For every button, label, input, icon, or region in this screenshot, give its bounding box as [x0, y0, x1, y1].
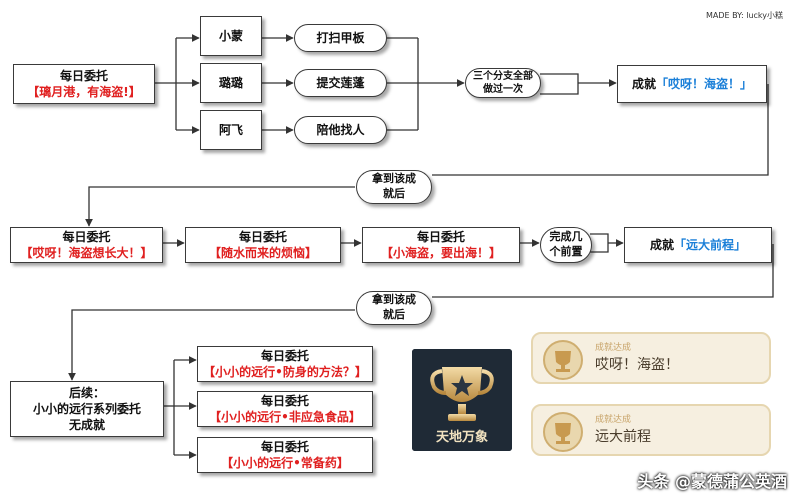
quest-title: 每日委托: [260, 393, 309, 408]
task-submit-lotus: 提交莲蓬: [294, 69, 387, 97]
quest-title: 每日委托: [238, 229, 287, 244]
achievement-prefix: 成就: [649, 237, 674, 252]
trophy-label: 天地万象: [435, 430, 488, 445]
achievement-card-label: 成就达成: [595, 343, 632, 353]
condition-all-branches-text: 三个分支全部做过一次: [473, 70, 533, 96]
quest-subtitle: 【小海盗，要出海！】: [380, 246, 501, 260]
follow-up-node: 后续： 小小的远行系列委托 无成就: [10, 381, 164, 437]
daily-quest-water-trouble: 每日委托 【随水而来的烦恼】: [185, 227, 341, 263]
branch-name-xiaomeng: 小蒙: [200, 16, 262, 56]
trophy-image: 天地万象: [412, 349, 512, 451]
condition-prerequisites: 完成几个前置: [540, 227, 592, 263]
follow-up-line3: 无成就: [68, 418, 105, 433]
quest-title: 每日委托: [416, 229, 465, 244]
daily-quest-self-defense: 每日委托 【小小的远行•防身的方法？】: [197, 346, 373, 382]
condition-all-branches: 三个分支全部做过一次: [465, 68, 541, 98]
follow-up-line1: 后续：: [68, 385, 105, 400]
task-sweep-deck: 打扫甲板: [294, 24, 387, 52]
quest-subtitle: 【随水而来的烦恼】: [208, 246, 317, 260]
after-achievement-2: 拿到该成就后: [356, 291, 432, 325]
quest-title: 每日委托: [260, 348, 309, 363]
achievement-card-title: 哎呀！海盗！: [595, 357, 679, 373]
start-title: 每日委托: [59, 68, 108, 83]
after-achievement-1: 拿到该成就后: [356, 170, 432, 204]
quest-subtitle: 【小小的远行•非应急食品】: [209, 410, 361, 424]
achievement-name: 「哎呀！海盗！」: [656, 76, 753, 91]
quest-title: 每日委托: [62, 229, 111, 244]
quest-title: 每日委托: [260, 439, 309, 454]
after-achievement-2-text: 拿到该成就后: [372, 293, 416, 321]
task-find-person: 陪他找人: [294, 116, 387, 144]
daily-quest-pirate-grow: 每日委托 【哎呀！海盗想长大！】: [10, 227, 163, 263]
follow-up-line2: 小小的远行系列委托: [32, 401, 141, 416]
achievement-name: 「远大前程」: [674, 237, 747, 252]
quest-subtitle: 【小小的远行•防身的方法？】: [203, 365, 367, 379]
achievement-card-title: 远大前程: [595, 429, 651, 445]
achievement-badge-icon: [543, 412, 583, 452]
start-subtitle: 【璃月港，有海盗!】: [27, 85, 141, 99]
achievement-ouch-pirate: 成就 「哎呀！海盗！」: [617, 65, 767, 103]
start-node: 每日委托 【璃月港，有海盗!】: [13, 64, 155, 104]
trophy-icon: [412, 349, 512, 451]
condition-prerequisites-text: 完成几个前置: [549, 230, 583, 258]
after-achievement-1-text: 拿到该成就后: [372, 172, 416, 200]
daily-quest-medicine: 每日委托 【小小的远行•常备药】: [197, 437, 373, 473]
achievement-card-label: 成就达成: [595, 415, 632, 425]
quest-subtitle: 【小小的远行•常备药】: [221, 456, 349, 470]
achievement-card-1: 成就达成 哎呀！海盗！: [531, 332, 771, 384]
watermark: 头条 @蒙德蒲公英酒: [637, 472, 787, 491]
achievement-badge-icon: [543, 340, 583, 380]
achievement-prefix: 成就: [631, 76, 656, 91]
achievement-great-future: 成就 「远大前程」: [624, 227, 772, 263]
achievement-card-2: 成就达成 远大前程: [531, 404, 771, 456]
quest-subtitle: 【哎呀！海盗想长大！】: [20, 246, 153, 260]
branch-name-lulu: 璐璐: [200, 63, 262, 103]
branch-name-afei: 阿飞: [200, 110, 262, 150]
author-credit: MADE BY: lucky小糕: [705, 11, 783, 20]
daily-quest-emergency-food: 每日委托 【小小的远行•非应急食品】: [197, 391, 373, 427]
daily-quest-little-pirate: 每日委托 【小海盗，要出海！】: [362, 227, 520, 263]
